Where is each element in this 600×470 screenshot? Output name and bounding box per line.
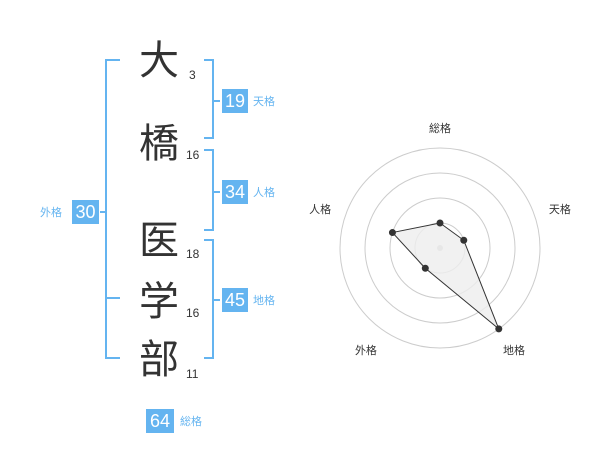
- radar-axis-label-2: 天格: [548, 203, 571, 217]
- tenkaku-bracket: [204, 59, 214, 139]
- gaikaku-label: 外格: [40, 206, 62, 219]
- radar-point-3: [495, 325, 503, 333]
- name-char-5: 部: [139, 337, 179, 383]
- radar-ring-2: [389, 197, 491, 299]
- jinkaku-label: 人格: [253, 186, 275, 199]
- stroke-count-5: 11: [186, 367, 199, 381]
- stroke-count-2: 16: [186, 148, 200, 162]
- radar-point-5: [388, 229, 396, 237]
- gaikaku-bracket: [105, 59, 120, 359]
- name-char-4: 学: [139, 279, 179, 325]
- radar-axis-label-1: 総格: [429, 122, 451, 135]
- chikaku-label: 地格: [253, 294, 275, 307]
- radar-ring-4: [339, 147, 541, 349]
- name-char-3: 医: [139, 218, 179, 264]
- stroke-count-3: 18: [186, 247, 200, 261]
- radar-axis-label-3: 地格: [503, 343, 526, 357]
- jinkaku-value: 34: [222, 180, 248, 204]
- radar-point-2: [460, 236, 468, 244]
- stroke-count-4: 16: [186, 306, 200, 320]
- stroke-count-1: 3: [189, 68, 196, 82]
- radar-ring-3: [364, 172, 516, 324]
- tenkaku-label: 天格: [253, 95, 275, 108]
- radar-point-4: [421, 264, 429, 272]
- tenkaku-value: 19: [222, 89, 248, 113]
- soukaku-label: 総格: [180, 415, 202, 428]
- radar-axis-label-4: 外格: [354, 343, 377, 357]
- radar-polygon: [391, 222, 500, 330]
- name-char-1: 大: [139, 38, 179, 84]
- radar-axis-label-5: 人格: [309, 203, 332, 217]
- jinkaku-bracket: [204, 149, 214, 231]
- soukaku-value: 64: [146, 409, 174, 433]
- gaikaku-value: 30: [72, 200, 99, 224]
- name-char-2: 橋: [139, 121, 179, 167]
- chikaku-value: 45: [222, 288, 248, 312]
- radar-point-1: [436, 219, 444, 227]
